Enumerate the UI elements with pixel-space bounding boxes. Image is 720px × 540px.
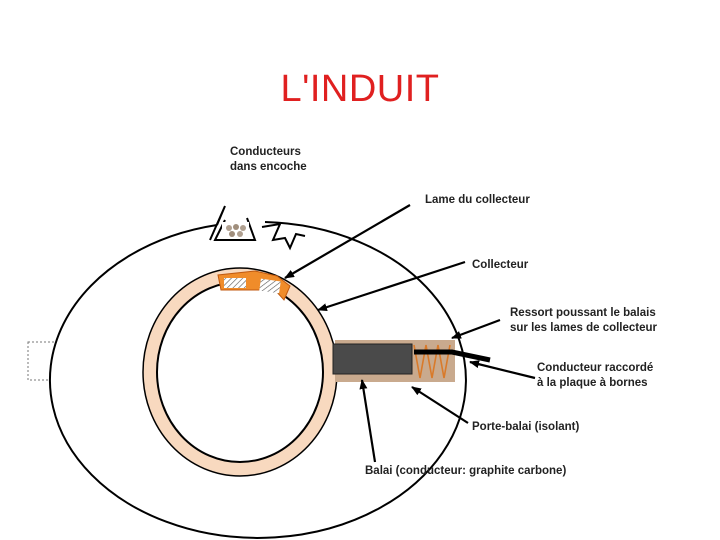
label-conducteurs-line2: dans encoche	[230, 161, 307, 173]
label-porte-balai: Porte-balai (isolant)	[472, 421, 580, 433]
arrow-porte-balai	[411, 386, 469, 424]
label-conducteur-line1: Conducteur raccordé	[537, 362, 653, 374]
label-lame-collecteur: Lame du collecteur	[425, 194, 530, 206]
label-ressort-line1: Ressort poussant le balais	[510, 307, 656, 319]
brush	[332, 343, 413, 375]
collector-ring	[142, 267, 338, 477]
collector-lame	[217, 270, 291, 301]
arrow-collecteur	[317, 260, 466, 312]
connecting-conductor	[414, 349, 491, 363]
label-balai: Balai (conducteur: graphite carbone)	[365, 465, 566, 477]
arrow-conducteur	[469, 360, 536, 380]
label-ressort-line2: sur les lames de collecteur	[510, 322, 658, 334]
arrow-balai	[359, 379, 377, 463]
arrow-lame	[284, 204, 411, 279]
break-zigzag	[261, 222, 306, 251]
label-collecteur: Collecteur	[472, 259, 529, 271]
label-conducteur-line2: à la plaque à bornes	[537, 377, 648, 389]
spring	[413, 344, 451, 379]
page-title: L'INDUIT	[280, 68, 440, 110]
annotation-arrows	[284, 204, 536, 463]
label-conducteurs-line1: Conducteurs	[230, 146, 301, 158]
arrow-ressort	[451, 318, 501, 340]
conductors-in-slot	[226, 224, 246, 237]
